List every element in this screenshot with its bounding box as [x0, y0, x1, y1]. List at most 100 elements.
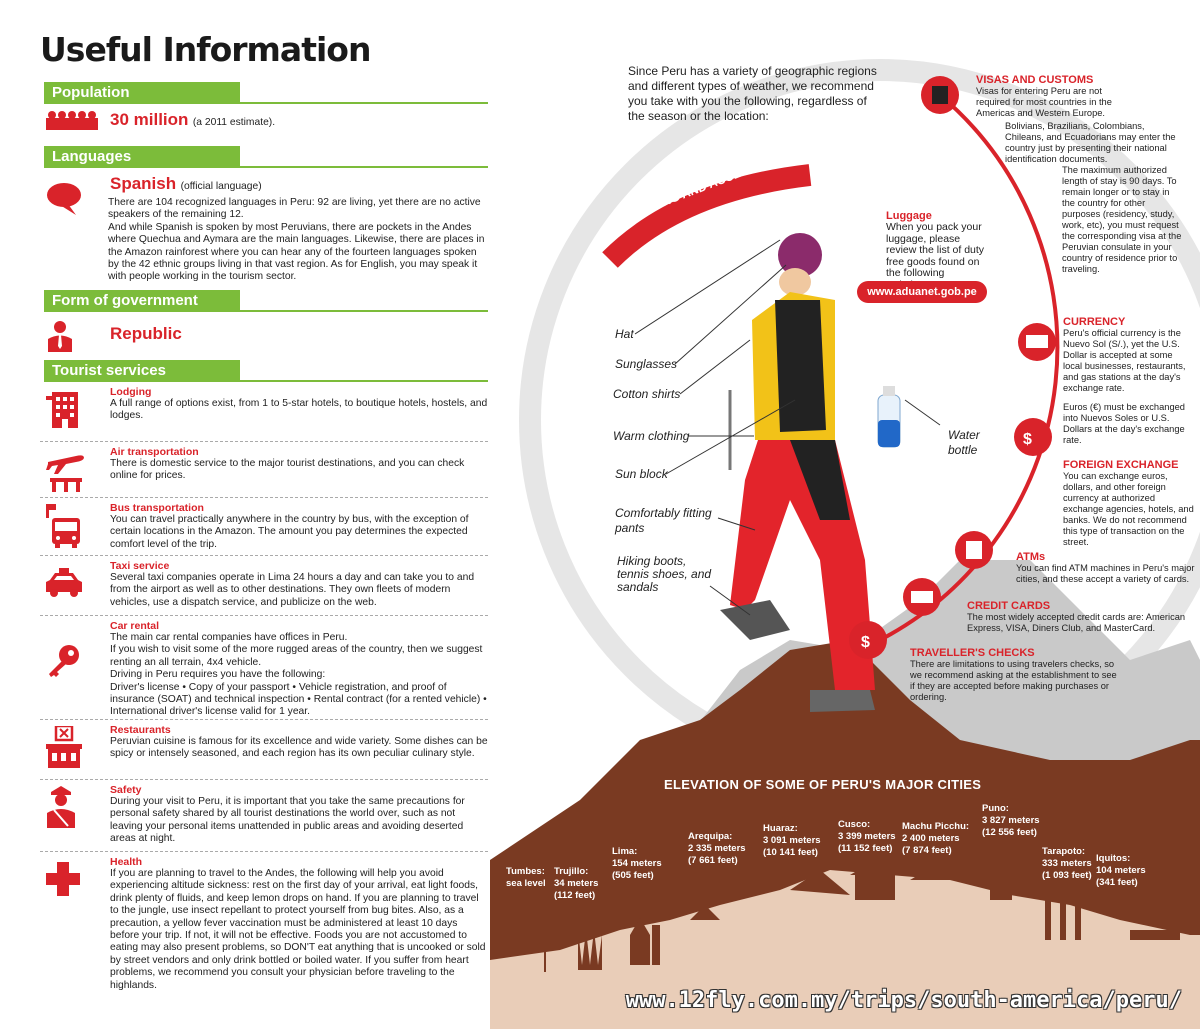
- city-arequipa: Arequipa:2 335 meters(7 661 feet): [688, 831, 746, 866]
- service-text: A full range of options exist, from 1 to…: [110, 398, 488, 422]
- label-warm-clothing: Warm clothing: [613, 429, 690, 443]
- city-huaraz: Huaraz:3 091 meters(10 141 feet): [763, 823, 821, 858]
- restaurant-icon: [46, 726, 82, 768]
- taxi-icon: [46, 568, 82, 597]
- language-note: (official language): [180, 181, 262, 192]
- population-note: (a 2011 estimate).: [192, 117, 276, 128]
- police-icon: [47, 786, 75, 828]
- atms-p1: You can find ATM machines in Peru's majo…: [1016, 563, 1195, 584]
- currency-title: CURRENCY: [1063, 316, 1126, 328]
- languages-header: Languages: [40, 146, 488, 168]
- service-taxi: Taxi service Several taxi companies oper…: [40, 556, 488, 616]
- government-header: Form of government: [40, 290, 488, 312]
- label-sunglasses: Sunglasses: [615, 357, 678, 371]
- service-title: Restaurants: [110, 724, 171, 736]
- atms-block: ATMs You can find ATM machines in Peru's…: [1016, 551, 1196, 585]
- travellers-checks-block: TRAVELLER'S CHECKS There are limitations…: [910, 647, 1120, 703]
- label-cotton-shirts: Cotton shirts: [613, 387, 681, 401]
- label-water-bottle: Water bottle: [948, 428, 980, 457]
- population-value: 30 million: [110, 110, 189, 129]
- airplane-icon: [46, 455, 84, 492]
- currency-p1: Peru's official currency is the Nuevo So…: [1063, 328, 1186, 393]
- service-text: During your visit to Peru, it is importa…: [110, 796, 465, 845]
- service-car-rental: Car rental The main car rental companies…: [40, 616, 488, 720]
- service-bus: Bus transportation You can travel practi…: [40, 498, 488, 556]
- visas-block: VISAS AND CUSTOMS Visas for entering Per…: [976, 74, 1186, 119]
- service-safety: Safety During your visit to Peru, it is …: [40, 780, 488, 852]
- label-hat: Hat: [615, 327, 634, 341]
- government-row: Republic: [40, 312, 488, 356]
- languages-text: There are 104 recognized languages in Pe…: [108, 197, 485, 283]
- population-row: 30 million (a 2011 estimate).: [40, 104, 488, 142]
- languages-heading: Languages: [44, 146, 240, 168]
- car-key-icon: [49, 645, 79, 677]
- bus-icon: [46, 504, 80, 548]
- atms-title: ATMs: [1016, 551, 1046, 563]
- useful-info-column: Useful Information Population 30 million…: [40, 30, 488, 1014]
- health-cross-icon: [46, 862, 80, 896]
- credit-cards-title: CREDIT CARDS: [967, 600, 1051, 612]
- city-iquitos: Iquitos:104 meters(341 feet): [1096, 853, 1146, 888]
- government-heading: Form of government: [44, 290, 240, 312]
- page-title: Useful Information: [40, 30, 371, 69]
- person-suit-icon: [48, 321, 72, 352]
- service-title: Car rental: [110, 620, 160, 632]
- city-machu-picchu: Machu Picchu:2 400 meters(7 874 feet): [902, 821, 970, 856]
- language-name: Spanish: [110, 174, 177, 193]
- speech-bubble-icon: [47, 183, 81, 215]
- service-lodging: Lodging A full range of options exist, f…: [40, 382, 488, 442]
- population-heading: Population: [44, 82, 240, 104]
- visas-p2: Bolivians, Brazilians, Colombians, Chile…: [1005, 121, 1176, 164]
- service-title: Air transportation: [110, 446, 199, 458]
- foreign-exchange-block: FOREIGN EXCHANGE You can exchange euros,…: [1063, 459, 1195, 548]
- luggage-title: Luggage: [886, 210, 932, 222]
- population-header: Population: [40, 82, 488, 104]
- tourist-services-header: Tourist services: [40, 360, 488, 382]
- foreign-exchange-title: FOREIGN EXCHANGE: [1063, 459, 1179, 471]
- people-icon: [46, 111, 98, 130]
- visas-title: VISAS AND CUSTOMS: [976, 74, 1094, 86]
- label-sun-block: Sun block: [615, 467, 668, 481]
- aduanet-link[interactable]: www.aduanet.gob.pe: [857, 281, 987, 303]
- service-text: There is domestic service to the major t…: [110, 458, 465, 482]
- service-title: Lodging: [110, 386, 152, 398]
- label-pants: Comfortably fitting pants: [615, 506, 712, 535]
- hotel-icon: [46, 392, 78, 428]
- city-cusco: Cusco:3 399 meters(11 152 feet): [838, 819, 896, 854]
- svg-text:$: $: [1023, 431, 1032, 448]
- visas-p3: The maximum authorized length of stay is…: [1062, 165, 1182, 274]
- svg-text:$: $: [861, 634, 870, 651]
- tourist-services-heading: Tourist services: [44, 360, 240, 382]
- credit-cards-block: CREDIT CARDS The most widely accepted cr…: [967, 600, 1192, 634]
- languages-row: Spanish (official language) There are 10…: [40, 168, 488, 286]
- currency-p2: Euros (€) must be exchanged into Nuevos …: [1063, 402, 1185, 445]
- service-text: The main car rental companies have offic…: [110, 632, 487, 718]
- footer-url[interactable]: www.12fly.com.my/trips/south-america/per…: [625, 988, 1182, 1013]
- city-lima: Lima:154 meters(505 feet): [612, 846, 662, 881]
- service-text: Peruvian cuisine is famous for its excel…: [110, 736, 488, 760]
- city-tarapoto: Tarapoto:333 meters(1 093 feet): [1042, 846, 1092, 881]
- city-trujillo: Trujillo:34 meters(112 feet): [554, 866, 599, 901]
- service-air: Air transportation There is domestic ser…: [40, 442, 488, 498]
- government-value: Republic: [110, 324, 182, 343]
- hiker-mountain-illustration: $ $: [490, 59, 1200, 1029]
- service-restaurants: Restaurants Peruvian cuisine is famous f…: [40, 720, 488, 780]
- city-tumbes: Tumbes:sea level: [506, 866, 546, 889]
- service-text: If you are planning to travel to the And…: [110, 868, 486, 991]
- travellers-checks-p1: There are limitations to using travelers…: [910, 659, 1117, 702]
- label-footwear: Hiking boots, tennis shoes, and sandals: [617, 554, 712, 594]
- service-title: Health: [110, 856, 143, 868]
- service-health: Health If you are planning to travel to …: [40, 852, 488, 1014]
- city-puno: Puno:3 827 meters(12 556 feet): [982, 803, 1040, 838]
- service-title: Bus transportation: [110, 502, 204, 514]
- illustration-panel: $ $ CLOTHING AND ACCESSORIES Since Peru …: [490, 0, 1200, 1029]
- travellers-checks-title: TRAVELLER'S CHECKS: [910, 647, 1035, 659]
- service-title: Taxi service: [110, 560, 170, 572]
- foreign-exchange-p1: You can exchange euros, dollars, and oth…: [1063, 471, 1194, 547]
- service-text: Several taxi companies operate in Lima 2…: [110, 572, 475, 608]
- credit-cards-p1: The most widely accepted credit cards ar…: [967, 612, 1186, 633]
- currency-block: CURRENCY Peru's official currency is the…: [1063, 316, 1188, 446]
- visas-p1: Visas for entering Peru are not required…: [976, 86, 1112, 118]
- luggage-block: Luggage When you pack your luggage, plea…: [886, 210, 988, 291]
- service-text: You can travel practically anywhere in t…: [110, 514, 469, 550]
